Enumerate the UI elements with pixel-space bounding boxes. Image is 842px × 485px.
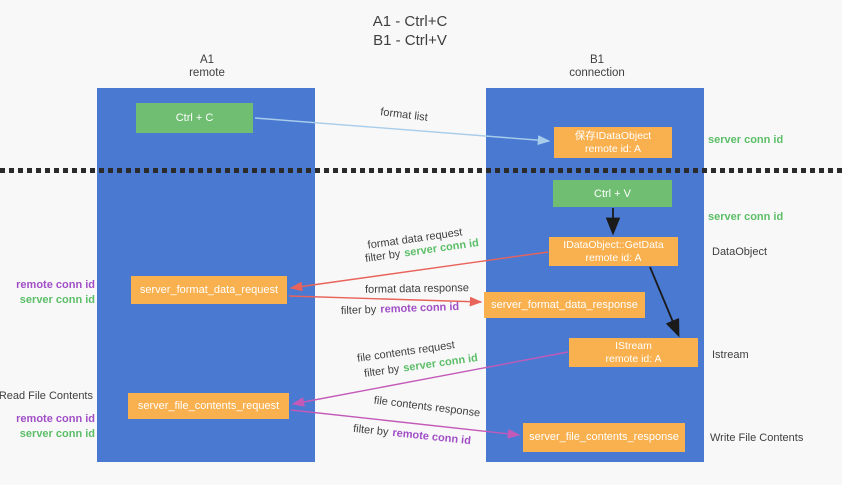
label-filter-by-remote-conn-id-1: filter by remote conn id [325, 300, 475, 317]
save-dataobject-line1: 保存IDataObject [574, 129, 652, 142]
server-format-data-request-label: server_format_data_request [139, 283, 279, 296]
node-server-format-data-response: server_format_data_response [484, 292, 645, 318]
left-label-read-file-contents: Read File Contents [0, 390, 93, 402]
node-server-file-contents-request: server_file_contents_request [128, 393, 289, 419]
ctrl-c-label: Ctrl + C [175, 112, 214, 124]
node-ctrl-v: Ctrl + V [553, 180, 672, 207]
node-save-dataobject: 保存IDataObject remote id: A [554, 127, 672, 158]
lane-b1-role: connection [569, 67, 625, 79]
remote-conn-id-label: remote conn id [16, 279, 95, 291]
label-format-list: format list [379, 106, 429, 124]
lane-b1-name: B1 [589, 54, 605, 66]
label-file-contents-response: file contents response [373, 394, 481, 420]
server-format-data-response-label: server_format_data_response [491, 298, 638, 311]
server-file-contents-request-label: server_file_contents_request [137, 399, 280, 412]
right-label-server-conn-id-1: server conn id [708, 134, 784, 146]
dotted-separator-line [0, 168, 842, 173]
ctrl-v-label: Ctrl + V [594, 187, 631, 200]
label-format-data-response: format data response [364, 282, 470, 296]
right-label-server-conn-id-2: server conn id [708, 211, 784, 223]
getdata-line2: remote id: A [585, 251, 642, 264]
label-filter-by-remote-conn-id-2: filter by remote conn id [337, 421, 487, 449]
filter-by-text: filter by [340, 303, 377, 318]
lane-header-b1: B1 connection [527, 54, 667, 80]
remote-conn-id-text: remote conn id [380, 300, 460, 316]
filter-by-text: filter by [363, 363, 401, 380]
left-conn-id-pair-2: remote conn id server conn id [16, 412, 95, 442]
remote-conn-id-text: remote conn id [391, 426, 472, 448]
lane-header-a1: A1 remote [137, 54, 277, 80]
right-label-dataobject: DataObject [712, 246, 768, 258]
node-istream: IStream remote id: A [569, 338, 698, 367]
node-idataobject-getdata: IDataObject::GetData remote id: A [549, 237, 678, 266]
lane-a1-role: remote [189, 67, 225, 79]
title-line-a1: A1 - Ctrl+C [372, 13, 448, 30]
filter-by-text: filter by [352, 422, 390, 439]
save-dataobject-line2: remote id: A [584, 142, 642, 155]
lane-a1-name: A1 [199, 54, 215, 66]
remote-conn-id-label: remote conn id [16, 413, 95, 425]
istream-line2: remote id: A [605, 352, 662, 365]
node-server-format-data-request: server_format_data_request [131, 276, 287, 304]
server-conn-id-label: server conn id [19, 428, 95, 440]
title-line-b1: B1 - Ctrl+V [373, 32, 447, 49]
node-server-file-contents-response: server_file_contents_response [523, 423, 685, 452]
right-label-write-file-contents: Write File Contents [710, 432, 804, 444]
left-conn-id-pair-1: remote conn id server conn id [16, 278, 95, 308]
diagram-title: A1 - Ctrl+C B1 - Ctrl+V [320, 12, 500, 50]
server-conn-id-label: server conn id [19, 294, 95, 306]
server-file-contents-response-label: server_file_contents_response [529, 431, 679, 443]
right-label-istream: Istream [712, 349, 749, 361]
getdata-line1: IDataObject::GetData [563, 238, 664, 251]
istream-line1: IStream [615, 339, 652, 352]
node-ctrl-c: Ctrl + C [136, 103, 253, 133]
